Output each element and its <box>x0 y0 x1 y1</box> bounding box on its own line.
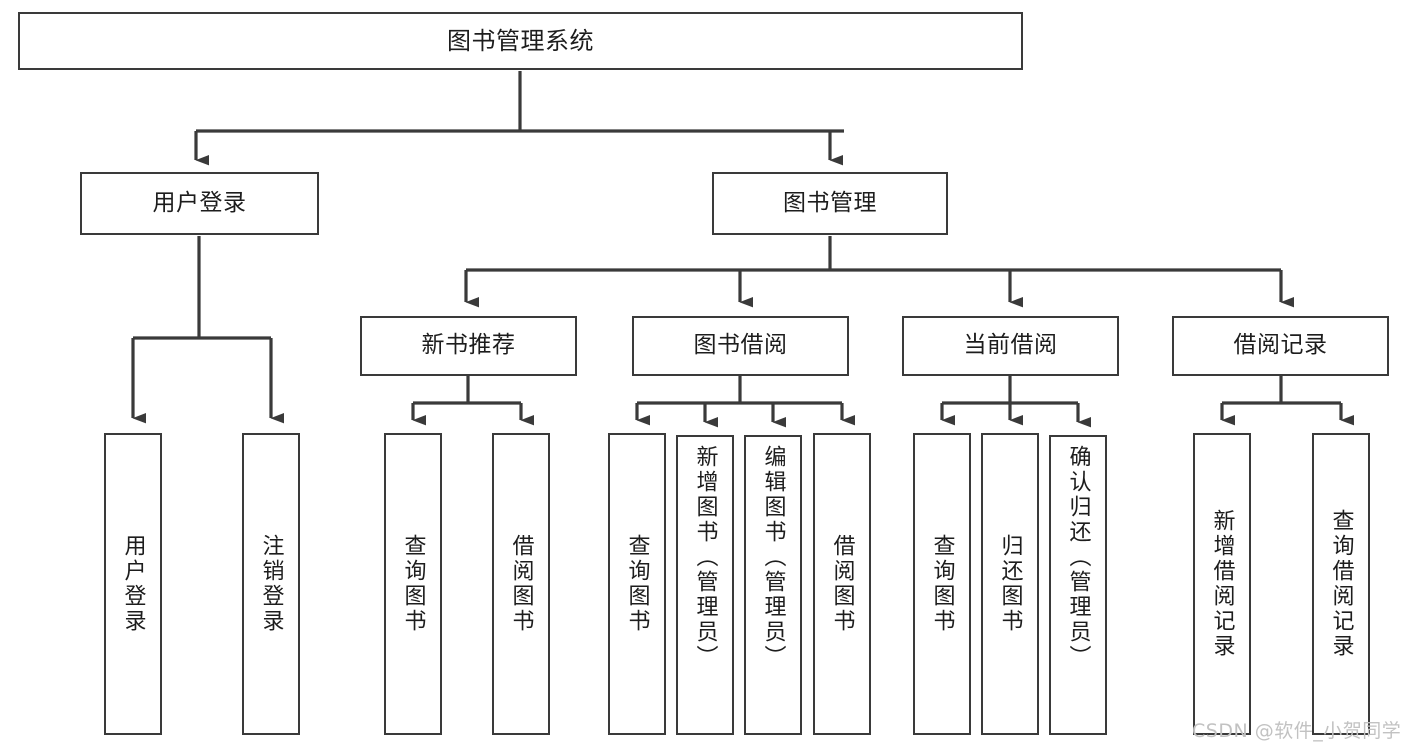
leaf-confirm-return-admin[interactable]: 确认归还（管理员） <box>1049 435 1107 735</box>
node-label: 确认归还（管理员） <box>1065 445 1091 670</box>
leaf-query-borrow-record[interactable]: 查询借阅记录 <box>1312 433 1370 735</box>
node-label: 新增借阅记录 <box>1209 509 1235 659</box>
leaf-borrow-book-recommend[interactable]: 借阅图书 <box>492 433 550 735</box>
node-label: 查询图书 <box>624 534 650 634</box>
node-borrow-records[interactable]: 借阅记录 <box>1172 316 1389 376</box>
node-label: 用户登录 <box>120 534 146 634</box>
node-label: 查询图书 <box>929 534 955 634</box>
node-label: 查询借阅记录 <box>1328 509 1354 659</box>
leaf-add-book-admin[interactable]: 新增图书（管理员） <box>676 435 734 735</box>
node-label: 编辑图书（管理员） <box>760 445 786 670</box>
node-current-borrow[interactable]: 当前借阅 <box>902 316 1119 376</box>
leaf-logout[interactable]: 注销登录 <box>242 433 300 735</box>
node-label: 图书管理 <box>783 189 877 216</box>
leaf-user-login[interactable]: 用户登录 <box>104 433 162 735</box>
csdn-watermark: CSDN @软件_小贺同学 <box>1192 720 1402 742</box>
node-book-management[interactable]: 图书管理 <box>712 172 948 235</box>
leaf-borrow-book[interactable]: 借阅图书 <box>813 433 871 735</box>
node-label: 新增图书（管理员） <box>692 445 718 670</box>
node-root-book-management-system[interactable]: 图书管理系统 <box>18 12 1023 70</box>
node-label: 借阅图书 <box>829 534 855 634</box>
node-user-login[interactable]: 用户登录 <box>80 172 319 235</box>
leaf-add-borrow-record[interactable]: 新增借阅记录 <box>1193 433 1251 735</box>
node-label: 用户登录 <box>152 189 247 216</box>
leaf-return-book[interactable]: 归还图书 <box>981 433 1039 735</box>
node-label: 图书管理系统 <box>447 26 594 55</box>
leaf-query-book-borrow[interactable]: 查询图书 <box>608 433 666 735</box>
node-label: 借阅图书 <box>508 534 534 634</box>
node-book-borrow[interactable]: 图书借阅 <box>632 316 849 376</box>
node-label: 归还图书 <box>997 534 1023 634</box>
node-new-book-recommend[interactable]: 新书推荐 <box>360 316 577 376</box>
leaf-edit-book-admin[interactable]: 编辑图书（管理员） <box>744 435 802 735</box>
node-label: 新书推荐 <box>421 332 516 359</box>
node-label: 当前借阅 <box>963 332 1058 359</box>
node-label: 查询图书 <box>400 534 426 634</box>
node-label: 注销登录 <box>258 534 284 634</box>
leaf-query-book-current[interactable]: 查询图书 <box>913 433 971 735</box>
leaf-query-book-recommend[interactable]: 查询图书 <box>384 433 442 735</box>
node-label: 图书借阅 <box>693 332 788 359</box>
node-label: 借阅记录 <box>1233 332 1328 359</box>
